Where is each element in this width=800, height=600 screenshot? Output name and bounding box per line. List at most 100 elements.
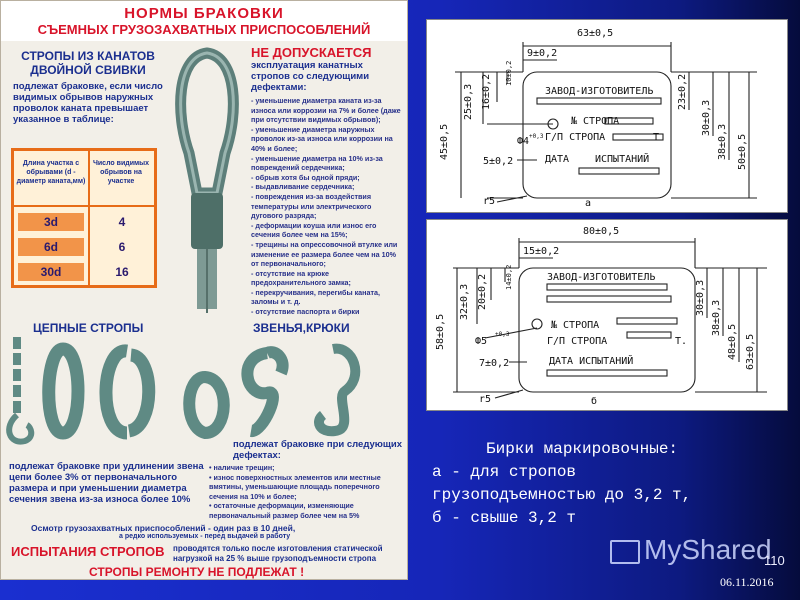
- tag-drawing-b: 80±0,5 15±0,2 20±0,2 14±0,2 32±0,3 58±0,…: [426, 219, 788, 411]
- rope-break-table: Длина участка с обрывами (d - диаметр ка…: [11, 148, 157, 288]
- ropes-heading-line2: ДВОЙНОЙ СВИВКИ: [30, 63, 146, 77]
- dim-label: 38±0,3: [717, 124, 728, 160]
- dim-label: 20±0,2: [477, 274, 488, 310]
- dim-label: +0,3: [529, 133, 544, 140]
- chain-text: подлежат браковке при удлинении звена це…: [9, 461, 204, 505]
- tag-line: № СТРОПА: [551, 320, 599, 331]
- tag-line: ЗАВОД-ИЗГОТОВИТЕЛЬ: [545, 86, 653, 97]
- list-item: - обрыв хотя бы одной пряди;: [251, 172, 360, 182]
- dim-label: 25±0,3: [463, 84, 474, 120]
- hooks-lead: подлежат браковке при следующих дефектах…: [233, 439, 403, 461]
- list-item: - деформации коуша или износ его сечения…: [251, 220, 377, 240]
- chain-heading: ЦЕПНЫЕ СТРОПЫ: [33, 321, 144, 335]
- tag-drawing-a: 63±0,5 9±0,2 16±0,2 10±0,2 25±0,3 45±0,5…: [426, 19, 788, 213]
- dim-label: 7±0,2: [479, 358, 509, 369]
- tag-line: ДАТА: [545, 154, 569, 165]
- presentation-icon: [610, 539, 640, 564]
- tag-line: № СТРОПА: [571, 116, 619, 127]
- caption-line4: б - свыше 3,2 т: [432, 509, 577, 527]
- inspection-text-2: а редко используемых - перед выдачей в р…: [119, 533, 291, 540]
- list-item: - отсутствие паспорта и бирки: [251, 307, 360, 317]
- poster-title-line1: НОРМЫ БРАКОВКИ: [124, 5, 284, 22]
- list-item: • наличие трещин;: [209, 463, 275, 472]
- defects-list: - уменьшение диаметра каната из-за износ…: [251, 96, 403, 317]
- not-allowed-heading: НЕ ДОПУСКАЕТСЯ: [251, 45, 372, 60]
- not-allowed-subheading: эксплуатация канатных стропов со следующ…: [251, 60, 370, 93]
- table-cell-length: 3d: [18, 213, 84, 231]
- table-divider: [88, 151, 90, 285]
- ropes-text: подлежат браковке, если число видимых об…: [13, 81, 163, 125]
- safety-poster: НОРМЫ БРАКОВКИ СЪЕМНЫХ ГРУЗОЗАХВАТНЫХ ПР…: [0, 0, 408, 580]
- tag-line: Г/П СТРОПА: [545, 132, 605, 143]
- dim-label: 5±0,2: [483, 156, 513, 167]
- page-number: 110: [764, 553, 785, 568]
- tag-line: ДАТА ИСПЫТАНИЙ: [549, 354, 633, 367]
- poster-title: НОРМЫ БРАКОВКИ СЪЕМНЫХ ГРУЗОЗАХВАТНЫХ ПР…: [1, 1, 407, 41]
- list-item: - перекручивания, перегибы каната, залом…: [251, 287, 381, 307]
- list-item: - уменьшение диаметра наружных проволок …: [251, 124, 393, 153]
- chain-and-hooks-illustration: [6, 337, 361, 445]
- list-item: • остаточные деформации, изменяющие перв…: [209, 501, 360, 520]
- tag-line: ИСПЫТАНИЙ: [595, 152, 649, 165]
- dim-label: +0,3: [495, 331, 510, 338]
- rope-sling-illustration: [175, 47, 239, 313]
- ropes-heading: СТРОПЫ ИЗ КАНАТОВ ДВОЙНОЙ СВИВКИ: [13, 49, 163, 77]
- dim-label: 15±0,2: [523, 246, 559, 257]
- list-item: - уменьшение диаметра на 10% из-за повре…: [251, 153, 383, 173]
- dim-label: 23±0,2: [677, 74, 688, 110]
- dim-label: 80±0,5: [583, 226, 619, 237]
- table-cell-count: 16: [115, 265, 129, 279]
- tests-text: проводятся только после изготовления ста…: [173, 544, 383, 563]
- dim-label: 48±0,5: [727, 324, 738, 360]
- table-header: Длина участка с обрывами (d - диаметр ка…: [14, 151, 154, 207]
- dim-label: r5: [479, 394, 491, 405]
- dim-label: 63±0,5: [745, 334, 756, 370]
- dim-label: 58±0,5: [435, 314, 446, 350]
- myshared-logo: MyShared: [610, 534, 772, 566]
- dim-label: r5: [483, 196, 495, 207]
- dim-label: 38±0,3: [711, 300, 722, 336]
- list-item: - трещины на опрессовочной втулке или из…: [251, 239, 398, 269]
- list-item: - уменьшение диаметра каната из-за износ…: [251, 96, 401, 125]
- poster-title-line2: СЪЕМНЫХ ГРУЗОЗАХВАТНЫХ ПРИСПОСОБЛЕНИЙ: [37, 22, 371, 37]
- slide-date: 06.11.2016: [720, 575, 774, 589]
- caption-line2: а - для стропов: [432, 463, 577, 481]
- tag-figure-label: а: [585, 198, 591, 209]
- dim-label: 63±0,5: [577, 28, 613, 39]
- table-cell-length: 6d: [18, 238, 84, 256]
- ropes-heading-line1: СТРОПЫ ИЗ КАНАТОВ: [21, 49, 155, 63]
- tag-caption: Бирки маркировочные: а - для стропов гру…: [432, 438, 691, 530]
- table-col2-header: Число видимых обрывов на участке: [92, 160, 150, 185]
- table-row: 30d 16: [14, 263, 154, 283]
- dim-label: Ф5: [475, 336, 487, 347]
- caption-line3: грузоподъемностью до 3,2 т,: [432, 486, 692, 504]
- dim-label: 50±0,5: [737, 134, 748, 170]
- list-item: - повреждения из-за воздействия температ…: [251, 191, 372, 221]
- tag-b-svg: 80±0,5 15±0,2 20±0,2 14±0,2 32±0,3 58±0,…: [435, 226, 767, 407]
- table-cell-count: 6: [118, 240, 126, 254]
- tag-line: Г/П СТРОПА: [547, 336, 607, 347]
- table-cell-length: 30d: [18, 263, 84, 281]
- table-col1-header: Длина участка с обрывами (d - диаметр ка…: [16, 160, 86, 185]
- list-item: • износ поверхностных элементов или мест…: [209, 472, 381, 501]
- dim-label: 14±0,2: [505, 265, 513, 290]
- tests-heading: ИСПЫТАНИЯ СТРОПОВ: [11, 544, 165, 559]
- logo-text: MyShared: [644, 534, 772, 565]
- hooks-heading: ЗВЕНЬЯ,КРЮКИ: [253, 321, 350, 335]
- dim-label: 30±0,3: [695, 280, 706, 316]
- repair-warning: СТРОПЫ РЕМОНТУ НЕ ПОДЛЕЖАТ !: [89, 565, 305, 579]
- dim-label: 16±0,2: [481, 74, 492, 110]
- table-row: 6d 6: [14, 238, 154, 258]
- dim-label: Ф4: [517, 136, 529, 147]
- list-item: - выдавливание сердечника;: [251, 182, 355, 192]
- table-row: 3d 4: [14, 213, 154, 233]
- caption-line1: Бирки маркировочные:: [486, 440, 679, 458]
- tag-line: ЗАВОД-ИЗГОТОВИТЕЛЬ: [547, 272, 655, 283]
- tag-line: Т.: [675, 336, 687, 347]
- table-cell-count: 4: [118, 215, 126, 229]
- inspection-text: Осмотр грузозахватных приспособлений - о…: [31, 523, 296, 533]
- tag-figure-label: б: [591, 395, 597, 407]
- dim-label: 9±0,2: [527, 48, 557, 59]
- dim-label: 32±0,3: [459, 284, 470, 320]
- dim-label: 45±0,5: [439, 124, 450, 160]
